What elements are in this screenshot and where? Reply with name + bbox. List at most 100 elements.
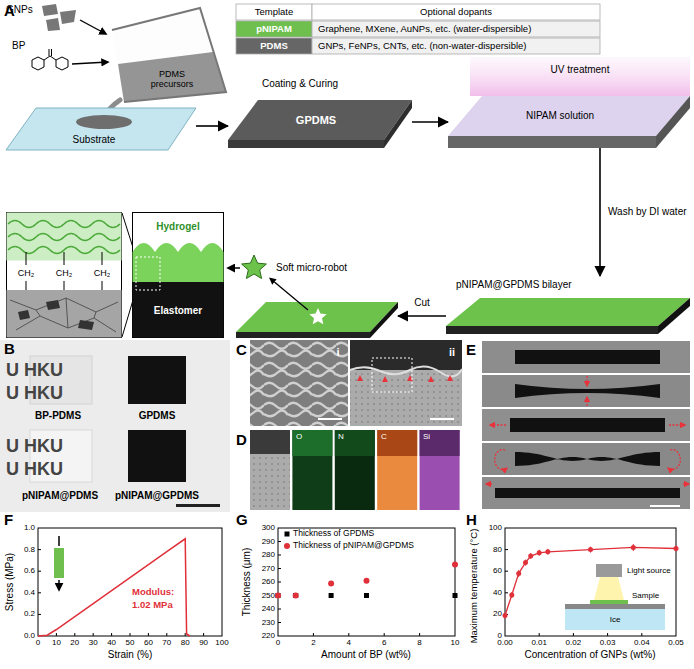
- background-print: U HKU: [6, 436, 63, 457]
- sample-label: GPDMS: [139, 410, 176, 422]
- table-cell: Optional dopants: [420, 7, 492, 18]
- nipam-layer: NIPAM solution: [448, 96, 690, 148]
- subpanel-label: i: [336, 346, 339, 359]
- tick-label: 60: [493, 567, 502, 576]
- component-table: [312, 21, 600, 37]
- temperature-chart: [631, 545, 636, 550]
- node-outline: [228, 100, 412, 140]
- bilayer-zoom-box: HydrogelElastomer: [132, 212, 224, 338]
- thickness-chart: [278, 542, 420, 637]
- node-text: Substrate: [73, 134, 116, 146]
- temperature-chart: [505, 547, 676, 615]
- process-arrow: [196, 125, 228, 127]
- deformation-photos: [515, 452, 660, 466]
- tick-label: 0.0: [24, 631, 35, 640]
- deformation-photos: [486, 376, 689, 484]
- uv-glow: [470, 57, 690, 96]
- thickness-chart: [453, 593, 458, 598]
- tick-label: 0.8: [24, 545, 35, 554]
- temperature-chart: [505, 528, 676, 636]
- node-outline: [269, 278, 277, 285]
- tick-label: 80: [493, 545, 502, 554]
- deformation-photos: [515, 350, 660, 364]
- sample-label: BP-PDMS: [35, 410, 81, 422]
- setup-inset: [596, 564, 622, 577]
- inset-label: Sample: [632, 591, 659, 600]
- panel-letter: C: [236, 341, 247, 358]
- tick-label: 1.0: [24, 523, 35, 532]
- table-cell: Template: [255, 7, 294, 18]
- temperature-chart: [545, 549, 550, 554]
- node-outline: [46, 300, 60, 310]
- temperature-chart: [523, 560, 528, 565]
- node-outline: [7, 213, 122, 338]
- gnp-flakes: [46, 18, 60, 31]
- deformation-photos: [482, 409, 690, 441]
- tick-label: 0.05: [668, 638, 684, 647]
- sample-photo: [128, 356, 186, 404]
- element-map-label: O: [296, 432, 302, 441]
- tick-label: 80: [181, 638, 190, 647]
- thickness-chart: [275, 593, 281, 599]
- tick-label: 6: [382, 638, 386, 647]
- edx-maps: [420, 430, 460, 510]
- sem-image: [430, 418, 454, 420]
- panel-letter: G: [236, 511, 248, 528]
- thickness-chart: [293, 593, 298, 598]
- sem-image: [250, 340, 462, 426]
- thickness-chart: [328, 580, 334, 586]
- tick-label: 220: [262, 631, 275, 640]
- tick-label: 0.01: [531, 638, 547, 647]
- node-text: Hydrogel: [156, 221, 199, 233]
- tick-label: 0: [36, 638, 40, 647]
- inset-label: Light source: [627, 566, 671, 575]
- temperature-chart: [588, 547, 593, 552]
- temperature-chart: [674, 546, 679, 551]
- component-table: [236, 38, 312, 54]
- tick-label: 20: [493, 610, 502, 619]
- thickness-chart: [284, 543, 290, 549]
- gnp-flakes: [42, 4, 76, 31]
- tick-label: 100: [489, 523, 502, 532]
- sem-image: [318, 418, 342, 420]
- temperature-chart: [528, 554, 533, 559]
- sem-image: [350, 340, 462, 370]
- setup-inset: [565, 609, 665, 630]
- thickness-chart: [364, 578, 370, 584]
- tick-label: 50: [126, 638, 135, 647]
- figure-label: PDMS precursors: [143, 69, 201, 90]
- node-outline: [133, 243, 224, 282]
- tick-label: 290: [262, 537, 275, 546]
- tick-label: 260: [262, 577, 275, 586]
- tick-label: 300: [262, 523, 275, 532]
- cut-plate: Soft micro-robot: [236, 250, 398, 338]
- deformation-photos: [586, 397, 587, 406]
- legend-text: Thickness of GPDMS: [293, 529, 374, 539]
- node-outline: [133, 213, 224, 338]
- beaker: [112, 8, 226, 102]
- stress-strain-chart: [38, 539, 190, 636]
- stress-strain-chart: [38, 528, 222, 636]
- edx-maps: [292, 430, 332, 510]
- benzophenone-structure: [56, 57, 68, 70]
- deformation-photos: [482, 477, 690, 509]
- gpdms-layer: GPDMS: [228, 100, 412, 148]
- element-map-label: C: [381, 432, 387, 441]
- node-outline: [26, 252, 102, 292]
- edx-maps: [377, 430, 417, 456]
- tick-label: 240: [262, 604, 275, 613]
- node-text: CH₂: [18, 268, 35, 278]
- deformation-photos: [683, 483, 689, 484]
- thickness-chart: [276, 593, 281, 598]
- deformation-photos: [586, 376, 587, 386]
- table-cell: Graphene, MXene, AuNPs, etc. (water-disp…: [318, 24, 531, 35]
- feed-arrows: [72, 20, 108, 64]
- axis-title: Thickness (μm): [241, 548, 253, 617]
- axis-title: Concentration of GNPs (wt%): [524, 649, 655, 661]
- node-outline: [446, 298, 690, 326]
- tick-label: 10: [52, 638, 61, 647]
- gnp-flakes: [60, 10, 76, 24]
- component-table: [236, 4, 312, 20]
- bilayer-plate: pNIPAM@GPDMS bilayer: [446, 276, 690, 338]
- node-text: GPDMS: [296, 114, 336, 127]
